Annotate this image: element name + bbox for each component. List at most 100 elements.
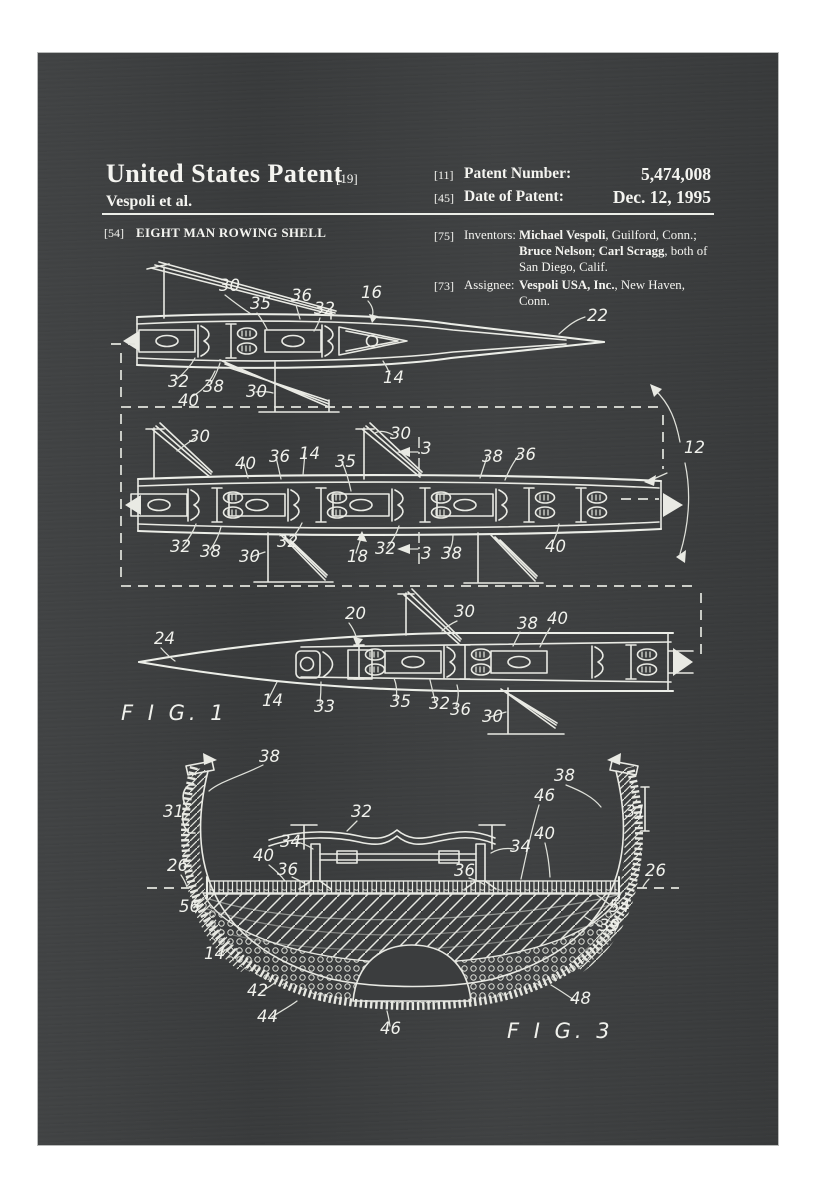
- ref-numeral-12: 12: [684, 438, 705, 457]
- inventors-value: Michael Vespoli, Guilford, Conn.; Bruce …: [519, 227, 709, 275]
- ref-numeral-24: 24: [154, 629, 175, 648]
- ref-numeral-40: 40: [534, 824, 555, 843]
- ref-numeral-30: 30: [189, 427, 210, 446]
- ref-numeral-35: 35: [335, 452, 356, 471]
- field-code-54: [54]: [104, 226, 124, 240]
- ref-numeral-32: 32: [277, 532, 298, 551]
- fig1-caption: F I G. 1: [121, 701, 228, 725]
- ref-numeral-18: 18: [347, 547, 368, 566]
- ref-numeral-30: 30: [482, 707, 503, 726]
- ref-numeral-33: 33: [314, 697, 335, 716]
- inventor-1: Michael Vespoli: [519, 228, 606, 242]
- ref-numeral-38: 38: [517, 614, 538, 633]
- invention-title-row: [54] EIGHT MAN ROWING SHELL: [104, 225, 326, 241]
- ref-numeral-20: 20: [345, 604, 366, 623]
- inventor-1-loc: , Guilford, Conn.;: [605, 228, 697, 242]
- ref-numeral-38: 38: [554, 766, 575, 785]
- ref-numeral-48: 48: [570, 989, 591, 1008]
- ref-numeral-3: 3: [421, 544, 432, 563]
- ref-numeral-30: 30: [239, 547, 260, 566]
- chalkboard-background: United States Patent [19] Vespoli et al.…: [37, 52, 779, 1146]
- ref-numeral-42: 42: [247, 981, 268, 1000]
- assignee-name: Vespoli USA, Inc.: [519, 278, 615, 292]
- ref-numeral-30: 30: [390, 424, 411, 443]
- ref-numeral-36: 36: [450, 700, 471, 719]
- invention-title: EIGHT MAN ROWING SHELL: [136, 225, 327, 240]
- inventors-city: San Diego, Calif.: [519, 260, 608, 274]
- ref-numeral-26: 26: [645, 861, 666, 880]
- ref-numeral-30: 30: [454, 602, 475, 621]
- header-divider: [102, 213, 714, 215]
- ref-numeral-36: 36: [291, 286, 312, 305]
- fig3-leader-lines: [180, 764, 650, 1027]
- ref-numeral-40: 40: [178, 391, 199, 410]
- patent-number-block: [11] Patent Number: 5,474,008 [45] Date …: [434, 164, 714, 211]
- ref-numeral-39: 39: [599, 916, 620, 935]
- ref-numeral-38: 38: [482, 447, 503, 466]
- ref-numeral-16: 16: [361, 283, 382, 302]
- ref-numeral-44: 44: [257, 1007, 278, 1026]
- ref-numeral-14: 14: [204, 944, 225, 963]
- field-code-45: [45]: [434, 191, 454, 205]
- ref-numeral-3: 3: [421, 439, 432, 458]
- ref-numeral-34: 34: [510, 837, 531, 856]
- fig1-bow-leader-lines: [176, 294, 586, 398]
- ref-numeral-36: 36: [515, 445, 536, 464]
- ref-numeral-40: 40: [545, 537, 566, 556]
- ref-numeral-31: 31: [163, 802, 184, 821]
- patent-number-value: 5,474,008: [641, 164, 711, 184]
- patent-date-row: [45] Date of Patent: Dec. 12, 1995: [434, 187, 714, 211]
- ref-numeral-14: 14: [299, 444, 320, 463]
- assignee-value: Vespoli USA, Inc., New Haven, Conn.: [519, 277, 709, 309]
- ref-numeral-36: 36: [454, 861, 475, 880]
- inventors-label: Inventors:: [464, 228, 516, 242]
- patent-date-label: Date of Patent:: [464, 188, 564, 205]
- fig1-stern-leader-lines: [160, 620, 551, 718]
- ref-numeral-32: 32: [351, 802, 372, 821]
- field-code-73: [73]: [434, 279, 454, 293]
- fig3-seat-assembly: [268, 824, 506, 890]
- inventor-3-loc: , both of: [664, 244, 708, 258]
- ref-numeral-40: 40: [253, 846, 274, 865]
- assignee-block: [73] Assignee: Vespoli USA, Inc., New Ha…: [434, 277, 709, 309]
- ref-numeral-36: 36: [277, 860, 298, 879]
- assignee-loc: , New Haven, Conn.: [519, 278, 685, 308]
- kind-code: [19]: [336, 171, 358, 186]
- ref-numeral-14: 14: [262, 691, 283, 710]
- fig3-caption: F I G. 3: [507, 1019, 614, 1043]
- ref-numeral-54: 54: [609, 897, 630, 916]
- ref-numeral-32: 32: [168, 372, 189, 391]
- ref-numeral-34: 34: [280, 832, 301, 851]
- ref-numeral-32: 32: [314, 299, 335, 318]
- ref-numeral-32: 32: [375, 539, 396, 558]
- ref-numeral-40: 40: [547, 609, 568, 628]
- ref-numeral-38: 38: [200, 542, 221, 561]
- ref-numeral-38: 38: [259, 747, 280, 766]
- fig1-mid-leader-lines: [176, 430, 560, 558]
- ref-numeral-22: 22: [587, 306, 608, 325]
- ref-numeral-36: 36: [269, 447, 290, 466]
- ref-numeral-32: 32: [429, 694, 450, 713]
- ref-numeral-31: 31: [625, 802, 646, 821]
- ref-numeral-46: 46: [534, 786, 555, 805]
- ref-numeral-32: 32: [170, 537, 191, 556]
- field-code-75: [75]: [434, 229, 454, 243]
- ref-numeral-35: 35: [390, 692, 411, 711]
- patent-number-row: [11] Patent Number: 5,474,008: [434, 164, 714, 188]
- patent-date-value: Dec. 12, 1995: [612, 187, 711, 207]
- ref-numeral-56: 56: [179, 897, 200, 916]
- ref-numeral-38: 38: [441, 544, 462, 563]
- assignee-label: Assignee:: [464, 278, 515, 292]
- patent-number-label: Patent Number:: [464, 165, 572, 182]
- ref-numeral-26: 26: [167, 856, 188, 875]
- inventor-3: Carl Scragg: [598, 244, 665, 258]
- ref-numeral-14: 14: [383, 368, 404, 387]
